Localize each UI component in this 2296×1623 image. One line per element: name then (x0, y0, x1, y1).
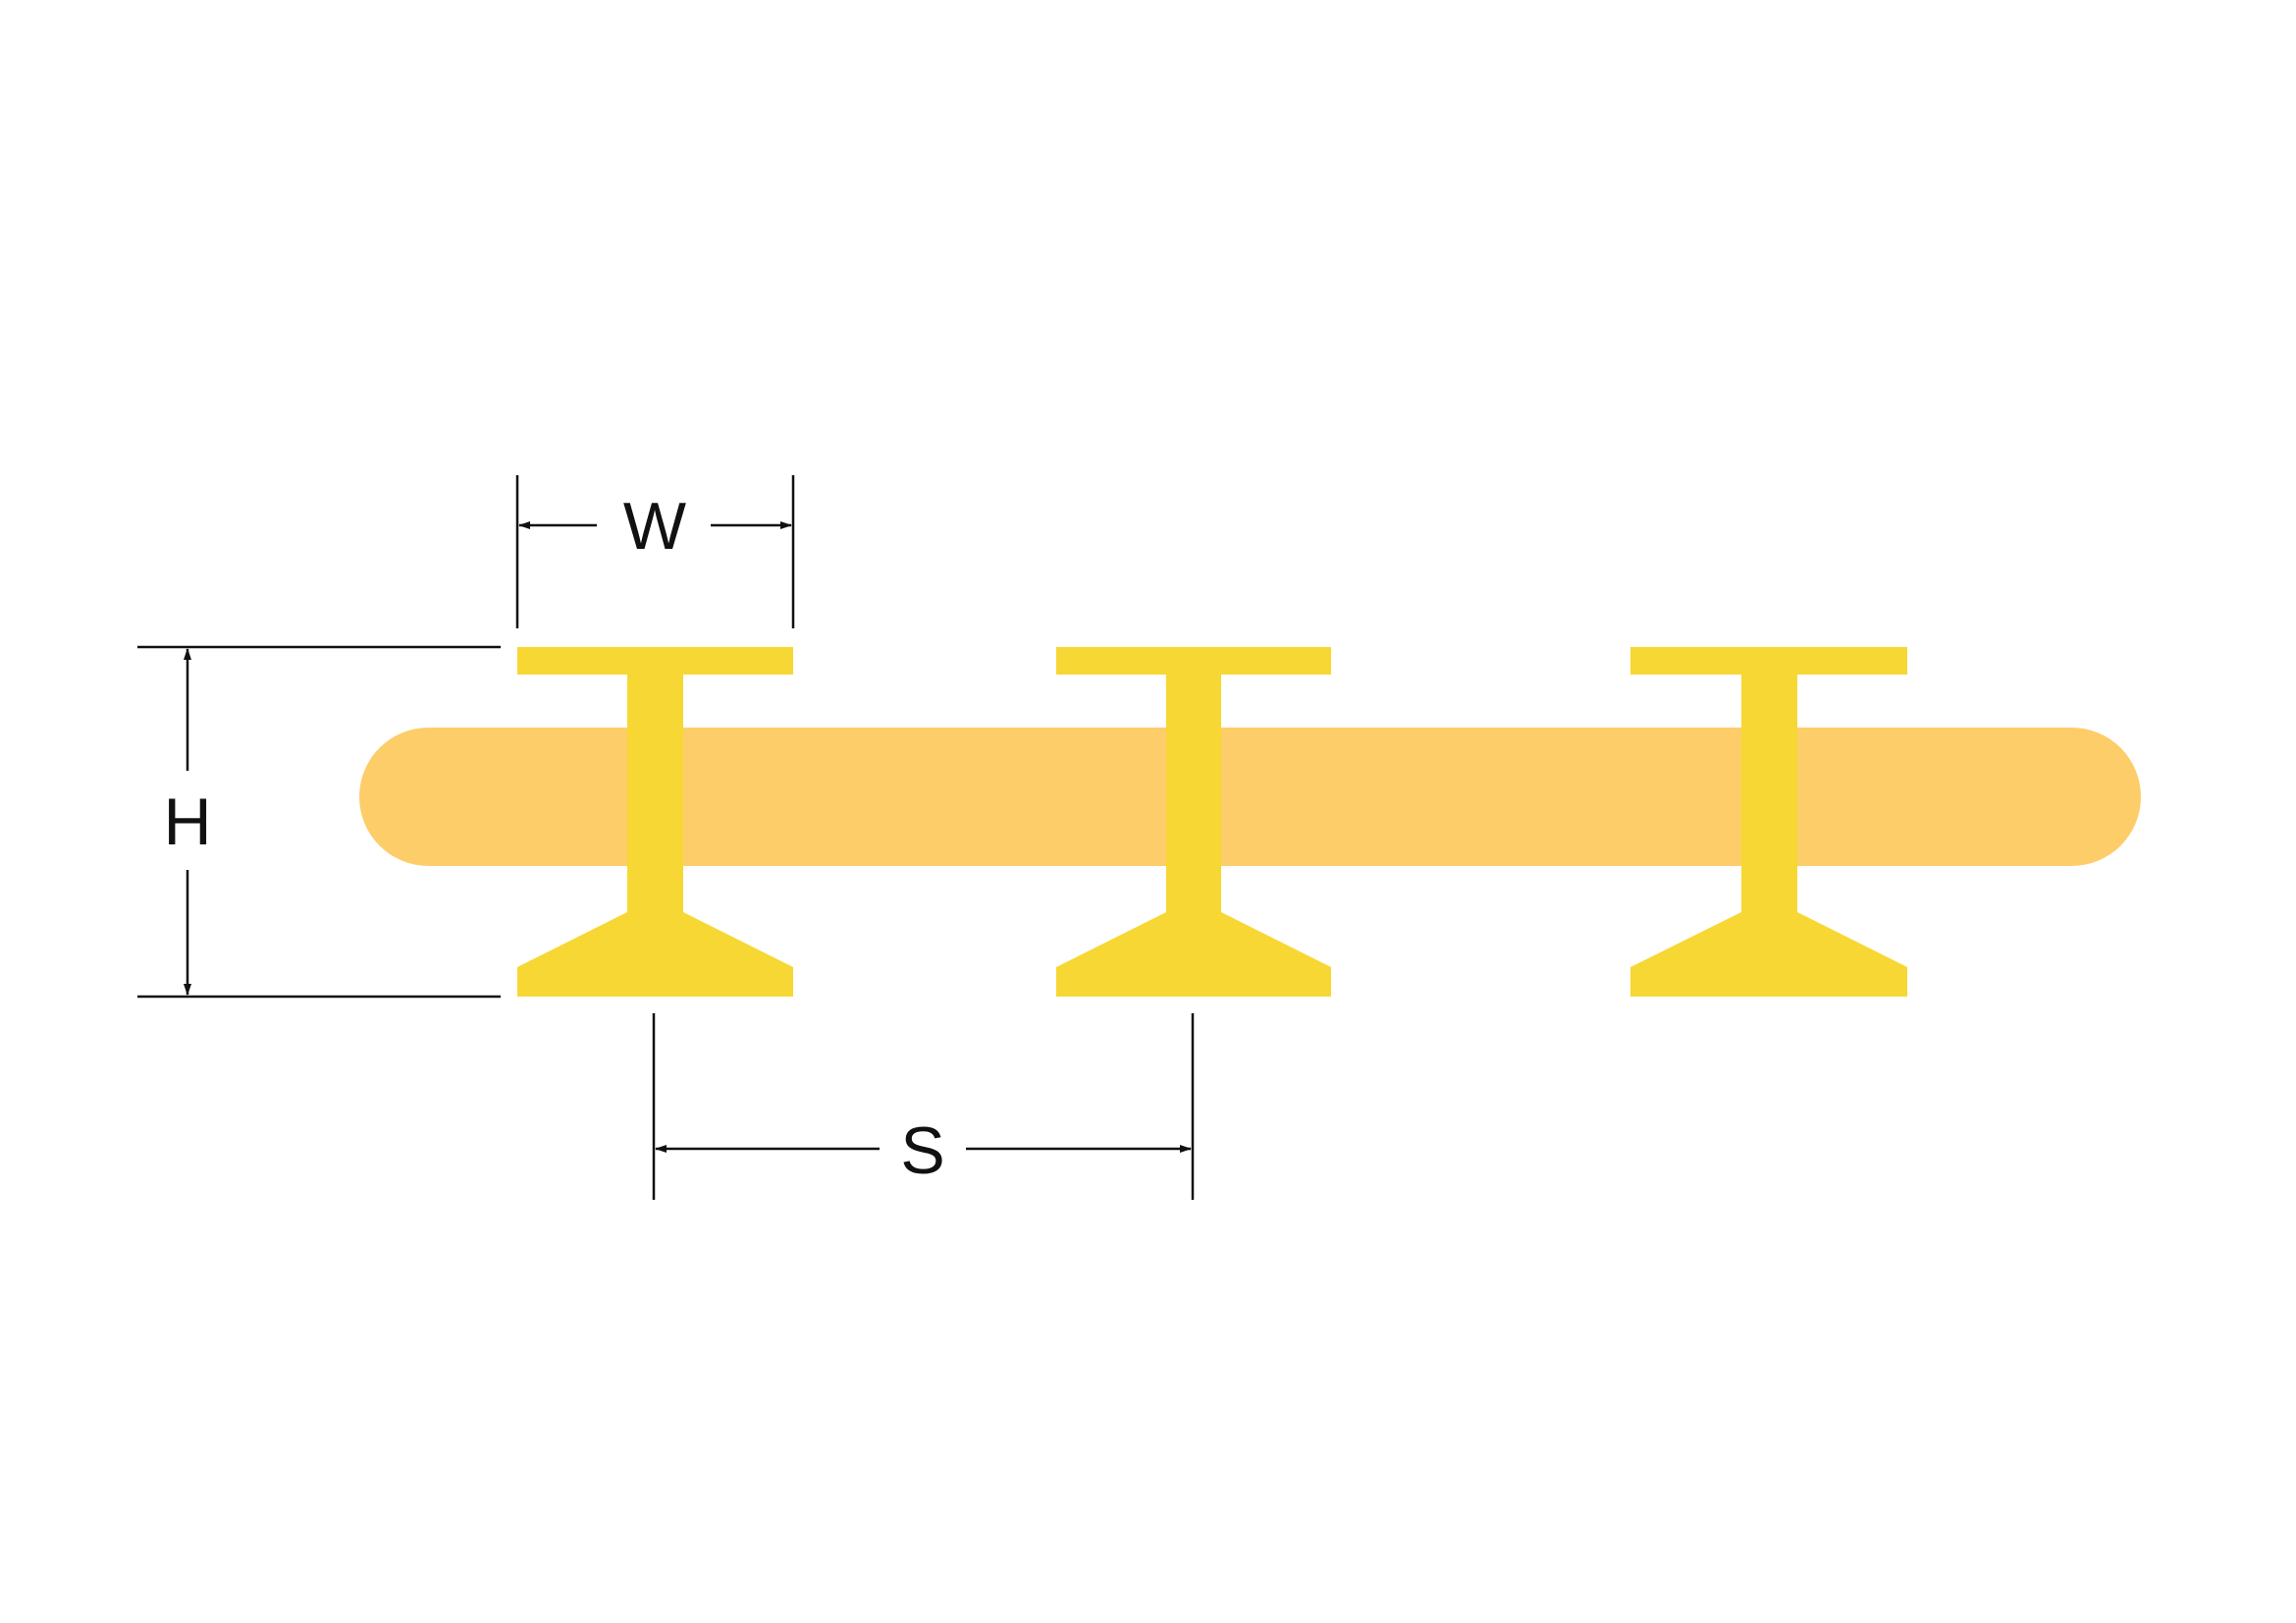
spacing-dimension (652, 1013, 1195, 1200)
spacing-label: S (900, 1113, 944, 1188)
bearing-bar-shape (517, 647, 793, 997)
height-label: H (163, 784, 211, 859)
bearing-bar-profile-1 (517, 647, 793, 997)
bearing-bar-shape (1630, 647, 1907, 997)
height-dimension (137, 645, 501, 999)
bearing-bar-profile-3 (1630, 647, 1907, 997)
bearing-bar-profile-2 (1056, 647, 1331, 997)
bearing-bar-shape (1056, 647, 1331, 997)
width-label: W (623, 489, 686, 564)
cross-bar (359, 728, 2141, 866)
width-dimension (515, 475, 795, 628)
